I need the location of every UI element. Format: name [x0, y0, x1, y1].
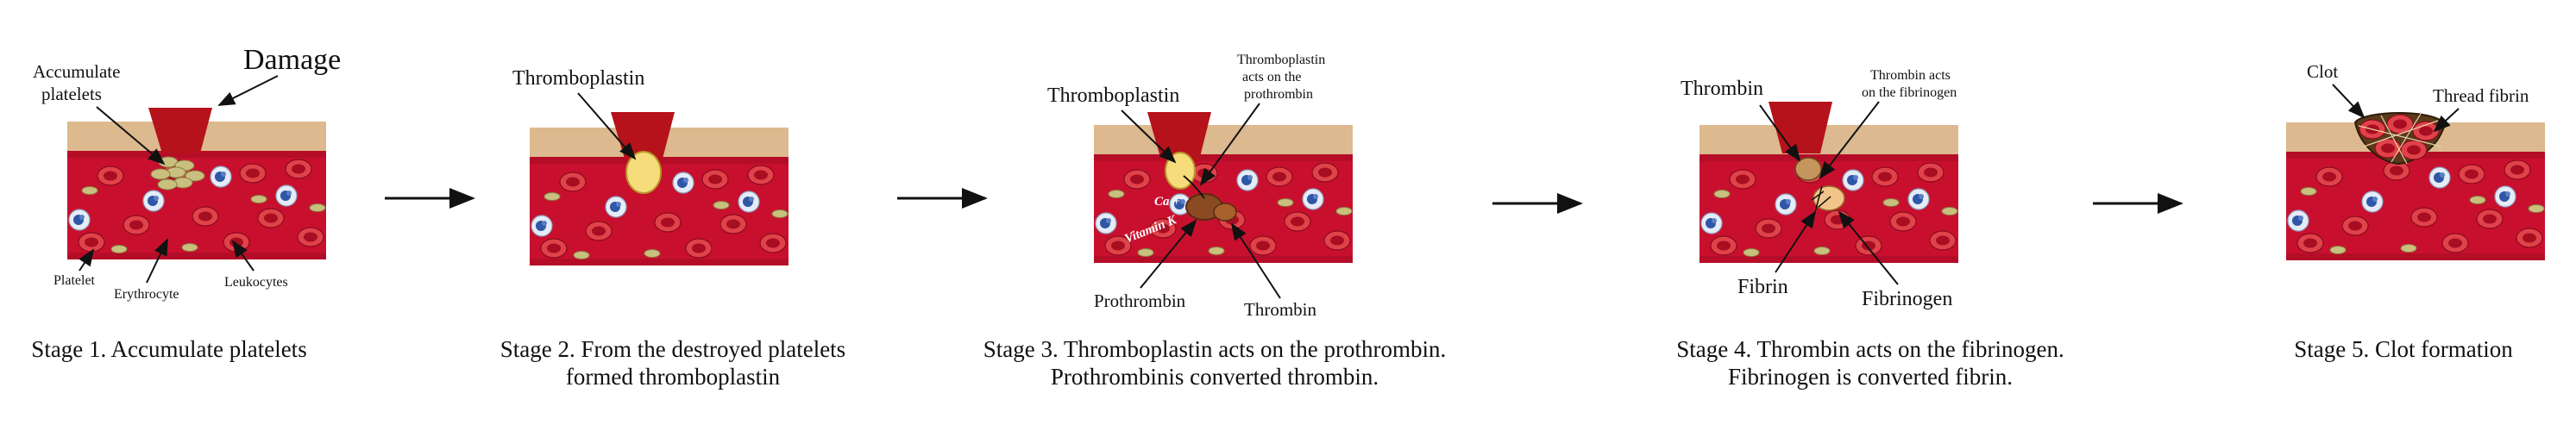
- stage-4-fibrinogen-pointer: [1838, 210, 1899, 285]
- stage-4-acts-on-pointer: [1819, 101, 1880, 179]
- stage-4-caption-line-1: Stage 4. Thrombin acts on the fibrinogen…: [1676, 336, 2064, 362]
- stage-4-fibrinogen-label: Fibrinogen: [1862, 288, 1952, 310]
- stage-2-thromboplastin-label: Thromboplastin: [512, 67, 644, 90]
- stage-3-prothrombin-label: Prothrombin: [1094, 290, 1186, 311]
- stage-3-acts-on-line-3: prothrombin: [1244, 87, 1313, 102]
- stage-1-wound: [148, 108, 212, 153]
- stage-2: Thromboplastin Stage 2. From the destroy…: [500, 67, 845, 390]
- stage-3-acts-on-line-2: acts on the: [1242, 70, 1301, 84]
- stage-5-caption: Stage 5. Clot formation: [2294, 336, 2513, 362]
- stage-3-reaction-path: [1183, 175, 1205, 199]
- leukocytes-pointer: [231, 240, 254, 272]
- stage-4-fibrin-pointer: [1775, 210, 1817, 273]
- stage-3-thrombin-label: Thrombin: [1244, 299, 1316, 320]
- stage-4-caption-line-2: Fibrinogen is converted fibrin.: [1728, 364, 2013, 390]
- stage-3-ca-label: Ca +: [1154, 195, 1180, 209]
- stage-4-thrombin: [1794, 157, 1822, 181]
- stage-4-acts-on-line-1: Thrombin acts: [1870, 68, 1951, 83]
- stage-5: Clot Thread fibrin Stage 5. Clot formati…: [2286, 61, 2545, 362]
- clot-label: Clot: [2307, 61, 2338, 82]
- stage-1: Damage Accumulate platelets Platelet Ery…: [31, 44, 341, 362]
- stage-4-thrombin-label: Thrombin: [1681, 78, 1763, 100]
- damage-label: Damage: [243, 44, 341, 76]
- platelet-pointer: [79, 248, 95, 272]
- stage-4-fibrin-label: Fibrin: [1737, 276, 1788, 298]
- stage-4-acts-on-line-2: on the fibrinogen: [1862, 85, 1957, 100]
- stage-3-prothrombin-pointer: [1140, 219, 1197, 289]
- platelet-label: Platelet: [53, 273, 96, 288]
- thread-fibrin-pointer: [2433, 108, 2460, 133]
- stage-3-caption-line-1: Stage 3. Thromboplastin acts on the prot…: [983, 336, 1446, 362]
- damage-pointer: [217, 75, 279, 106]
- thread-fibrin-label: Thread fibrin: [2433, 85, 2529, 106]
- stage-2-caption-line-2: formed thromboplastin: [566, 364, 781, 390]
- stage-3-acts-on-pointer: [1199, 103, 1260, 186]
- stage-3-thrombin: [1213, 203, 1237, 222]
- stage-1-caption: Stage 1. Accumulate platelets: [31, 336, 306, 362]
- accumulate-platelets-label-line-1: Accumulate: [33, 61, 120, 82]
- stage-3-acts-on-line-1: Thromboplastin: [1237, 53, 1325, 67]
- stage-5-clot: [2353, 112, 2447, 166]
- stage-1-platelet-cluster: [150, 156, 205, 191]
- erythrocyte-pointer: [146, 238, 168, 284]
- stage-4-fibrin: [1811, 185, 1831, 213]
- stage-2-caption-line-1: Stage 2. From the destroyed platelets: [500, 336, 845, 362]
- clot-pointer: [2332, 84, 2366, 119]
- erythrocyte-label: Erythrocyte: [114, 287, 179, 302]
- leukocytes-label: Leukocytes: [224, 275, 288, 290]
- accumulate-platelets-label-line-2: platelets: [41, 84, 102, 104]
- stage-2-thromboplastin-pointer: [577, 92, 637, 160]
- stage-3-caption-line-2: Prothrombinis converted thrombin.: [1051, 364, 1379, 390]
- stage-3-thromboplastin-label: Thromboplastin: [1047, 84, 1179, 107]
- stage-3-thromboplastin-pointer: [1121, 109, 1177, 164]
- stage-4: Thrombin Thrombin acts on the fibrinogen…: [1676, 68, 2064, 390]
- stage-3-thrombin-pointer: [1230, 222, 1281, 299]
- stage-2-thromboplastin: [625, 151, 662, 194]
- stage-3: Ca + Vitamin K Thromboplastin Thrombopla…: [983, 53, 1446, 390]
- accumulate-platelets-pointer: [96, 106, 166, 166]
- stage-4-thrombin-pointer: [1759, 104, 1801, 162]
